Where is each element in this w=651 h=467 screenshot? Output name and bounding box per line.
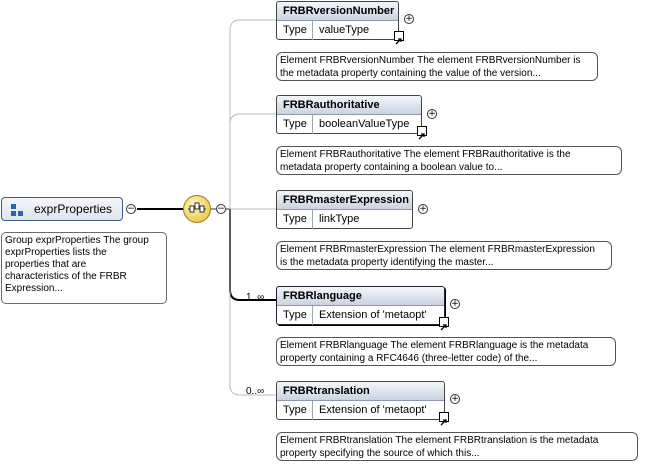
sequence-compositor[interactable] <box>183 195 211 223</box>
element-FRBRtranslation[interactable]: FRBRtranslation Type Extension of 'metao… <box>276 381 445 420</box>
expand-toggle[interactable]: + <box>450 394 460 404</box>
type-value: valueType <box>319 24 370 36</box>
doc-line: property containing a RFC4646 (three-let… <box>280 353 538 364</box>
element-name: FRBRtranslation <box>277 382 444 401</box>
element-name: FRBRauthoritative <box>277 96 421 115</box>
goto-type-icon[interactable] <box>439 317 449 331</box>
type-label: Type <box>277 401 313 420</box>
cardinality-label: 0..∞ <box>246 386 265 397</box>
doc-line: is the metadata property identifying the… <box>280 257 494 268</box>
type-value: Extension of 'metaopt' <box>319 404 427 416</box>
type-label: Type <box>277 210 313 229</box>
doc-line: Element FRBRmasterExpression The element… <box>280 244 595 255</box>
sequence-icon <box>188 202 206 213</box>
expand-toggle[interactable]: + <box>450 299 460 309</box>
type-value: linkType <box>319 213 360 225</box>
element-FRBRauthoritative[interactable]: FRBRauthoritative Type booleanValueType <box>276 95 422 134</box>
group-doc-line: Expression... <box>5 283 63 294</box>
group-doc-line: exprProperties lists the <box>5 247 107 258</box>
element-name: FRBRversionNumber <box>277 2 398 21</box>
type-value: Extension of 'metaopt' <box>319 309 427 321</box>
element-annotation: Element FRBRmasterExpression The element… <box>276 241 612 270</box>
sequence-collapse-toggle[interactable]: − <box>216 204 226 214</box>
group-collapse-toggle[interactable]: − <box>126 204 136 214</box>
doc-line: property specifying the source of which … <box>280 448 480 459</box>
doc-line: Element FRBRlanguage The element FRBRlan… <box>280 340 589 351</box>
type-label: Type <box>277 306 313 325</box>
group-doc-line: characteristics of the FRBR <box>5 271 127 282</box>
type-label: Type <box>277 21 313 40</box>
element-name: FRBRmasterExpression <box>277 191 412 210</box>
element-annotation: Element FRBRversionNumber The element FR… <box>276 52 598 81</box>
type-value: booleanValueType <box>319 118 410 130</box>
expand-toggle[interactable]: + <box>418 204 428 214</box>
doc-line: Element FRBRauthoritative The element FR… <box>280 149 571 160</box>
doc-line: Element FRBRversionNumber The element FR… <box>280 55 581 66</box>
element-FRBRlanguage[interactable]: FRBRlanguage Type Extension of 'metaopt' <box>276 286 445 325</box>
doc-line: Element FRBRtranslation The element FRBR… <box>280 435 599 446</box>
expand-toggle[interactable]: + <box>404 14 414 24</box>
element-name: FRBRlanguage <box>277 287 444 306</box>
group-doc-line: Group exprProperties The group <box>5 235 149 246</box>
goto-type-icon[interactable] <box>417 126 427 140</box>
doc-line: metadata property containing a boolean v… <box>280 162 503 173</box>
doc-line: the metadata property containing the val… <box>280 68 541 79</box>
group-exprProperties[interactable]: exprProperties <box>1 197 123 221</box>
element-FRBRversionNumber[interactable]: FRBRversionNumber Type valueType <box>276 1 399 40</box>
goto-type-icon[interactable] <box>394 31 404 45</box>
group-annotation: Group exprProperties The group exprPrope… <box>1 232 167 304</box>
group-doc-line: properties that are <box>5 259 87 270</box>
expand-toggle[interactable]: + <box>427 109 437 119</box>
element-annotation: Element FRBRauthoritative The element FR… <box>276 146 622 175</box>
group-name: exprProperties <box>34 202 113 216</box>
element-annotation: Element FRBRlanguage The element FRBRlan… <box>276 337 616 366</box>
goto-type-icon[interactable] <box>439 412 449 426</box>
cardinality-label: 1..∞ <box>246 292 265 303</box>
element-annotation: Element FRBRtranslation The element FRBR… <box>276 432 638 461</box>
element-FRBRmasterExpression[interactable]: FRBRmasterExpression Type linkType <box>276 190 413 229</box>
group-icon <box>11 204 23 216</box>
type-label: Type <box>277 115 313 134</box>
